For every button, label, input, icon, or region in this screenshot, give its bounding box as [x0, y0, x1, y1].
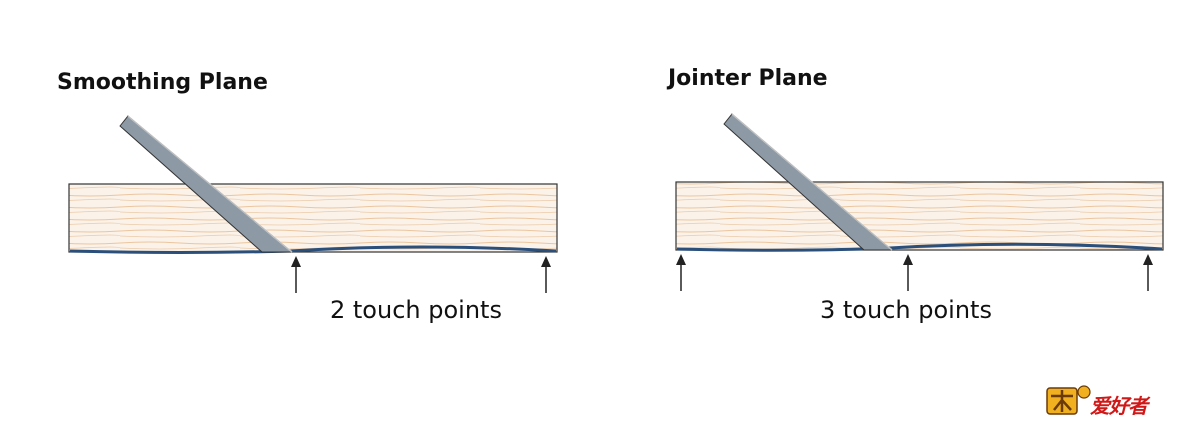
touch-point-arrow: [291, 256, 301, 293]
plane-blade-icon: [119, 115, 294, 253]
jointer-plane-panel: [675, 113, 1164, 291]
panel-caption-jointer: 3 touch points: [820, 296, 992, 324]
plane-blade-icon: [723, 113, 894, 251]
panel-title-jointer: Jointer Plane: [668, 66, 828, 91]
panel-caption-smoothing: 2 touch points: [330, 296, 502, 324]
touch-point-arrow: [1143, 254, 1153, 291]
touch-point-arrow: [903, 254, 913, 291]
touch-point-arrow: [541, 256, 551, 293]
logo-text: 爱好者: [1090, 394, 1148, 418]
board: [68, 183, 558, 253]
wood-tool-logo-icon: [1046, 385, 1091, 415]
panel-title-smoothing: Smoothing Plane: [57, 70, 268, 95]
smoothing-plane-panel: [68, 115, 558, 293]
touch-point-arrow: [676, 254, 686, 291]
board: [675, 181, 1164, 251]
